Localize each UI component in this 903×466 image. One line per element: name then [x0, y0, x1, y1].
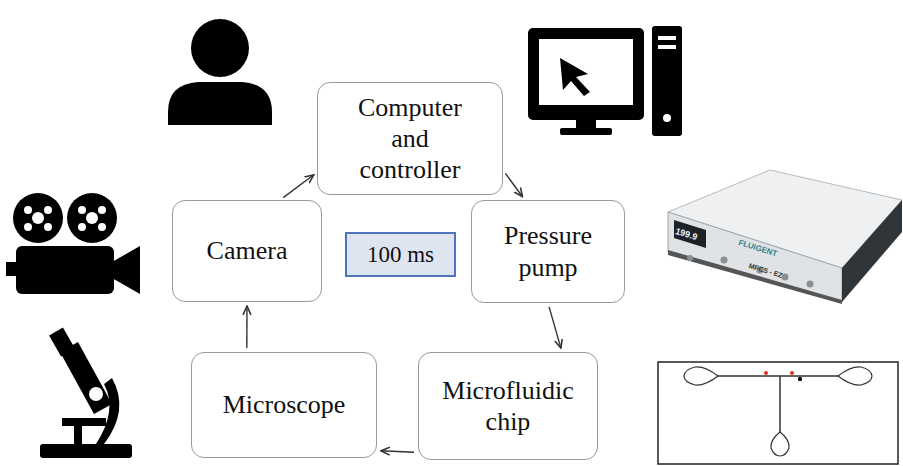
microscope-icon — [40, 328, 132, 458]
flow-arrow — [549, 307, 561, 348]
box-label: Microscope — [223, 389, 346, 420]
microscope-box: Microscope — [191, 352, 377, 458]
box-label: Microfluidic chip — [438, 375, 578, 437]
cycle-time-box: 100 ms — [345, 232, 456, 277]
flow-arrow — [246, 306, 248, 348]
computer-icon — [528, 26, 682, 136]
box-label: Pressure pump — [492, 220, 604, 282]
flow-arrow — [381, 451, 414, 452]
camera-box: Camera — [172, 200, 322, 302]
chip-schematic — [658, 362, 898, 464]
box-label: Computer and controller — [348, 92, 472, 186]
video-camera-icon — [6, 193, 140, 294]
box-label: 100 ms — [367, 241, 434, 269]
pump-device-illustration — [668, 170, 902, 304]
controller-box: Computer and controller — [317, 82, 503, 195]
flow-arrow — [283, 175, 314, 198]
box-label: Camera — [207, 235, 288, 266]
user-icon — [168, 19, 272, 125]
chip-box: Microfluidic chip — [418, 352, 598, 460]
pump-box: Pressure pump — [471, 200, 625, 303]
flow-arrow — [505, 173, 522, 196]
